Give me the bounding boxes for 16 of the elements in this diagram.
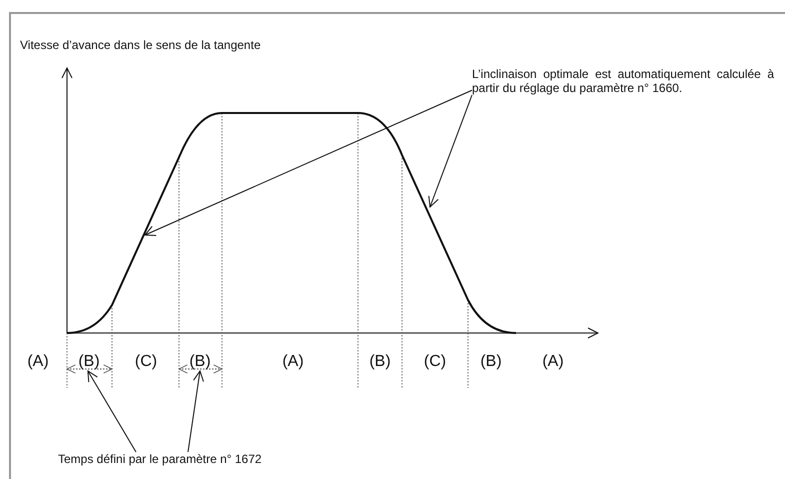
segment-label: (B) <box>369 352 391 371</box>
leader-arrow <box>428 94 472 208</box>
segment-label: (B) <box>189 352 211 371</box>
segment-label: (C) <box>134 352 158 371</box>
axis-label: Vitesse d’avance dans le sens de la tangente <box>20 38 261 52</box>
leader-arrow <box>188 370 204 452</box>
segment-label: (A) <box>27 352 49 371</box>
segment-label: (B) <box>78 352 100 371</box>
segment-label: (C) <box>424 352 446 371</box>
leader-arrow <box>144 90 472 236</box>
segment-label: (A) <box>282 352 304 371</box>
segment-label: (A) <box>542 352 564 371</box>
leader-arrow <box>87 370 136 452</box>
annotation-text: L’inclinaison optimale est automatiquement calculée à partir du réglage du paramètre n° 1660. <box>472 67 774 95</box>
annotation-text: Temps défini par le paramètre n° 1672 <box>58 452 318 466</box>
segment-label: (B) <box>480 352 502 371</box>
